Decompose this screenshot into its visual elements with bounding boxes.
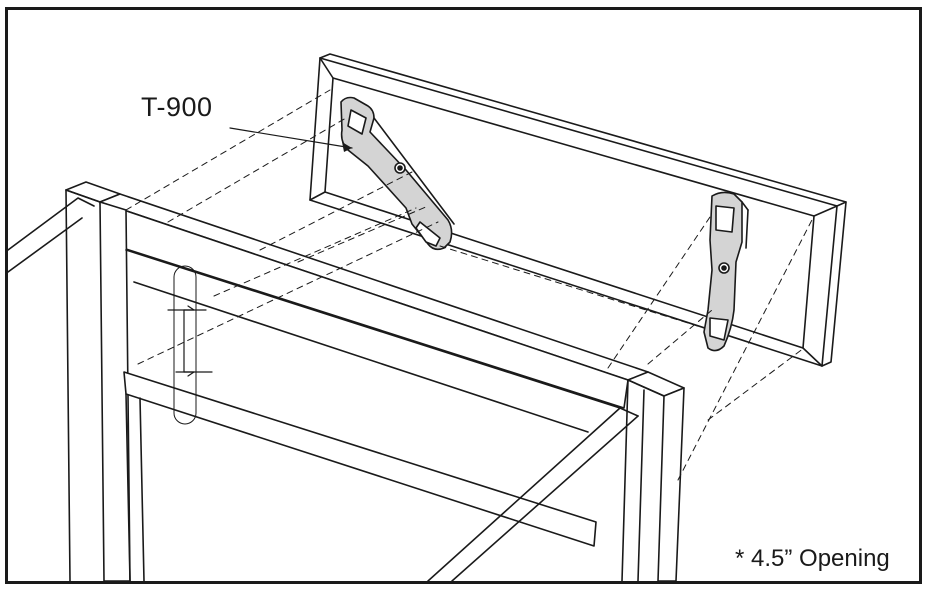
diagram-frame: T-900 * 4.5” Opening xyxy=(5,7,922,584)
projection-lines xyxy=(125,89,815,481)
leader-line xyxy=(229,127,353,152)
right-bracket xyxy=(703,191,749,352)
assembly-illustration xyxy=(8,53,847,581)
cabinet-left-side xyxy=(8,197,95,273)
part-number-label: T-900 xyxy=(141,92,213,122)
opening-note: * 4.5” Opening xyxy=(735,545,890,572)
slotted-hole xyxy=(167,265,213,425)
drawer-front-panel xyxy=(309,53,847,367)
left-bracket xyxy=(340,96,455,251)
cabinet-face-frame xyxy=(65,181,685,581)
